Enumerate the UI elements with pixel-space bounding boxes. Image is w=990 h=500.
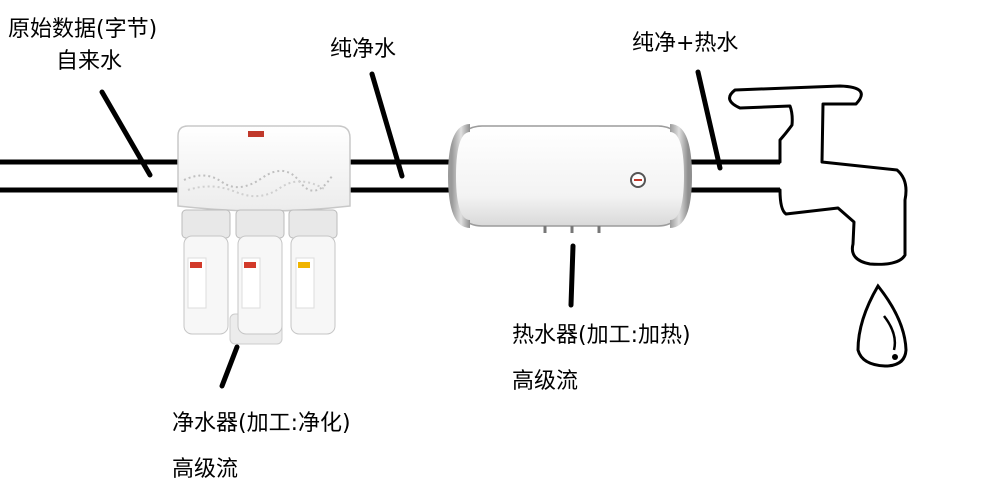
faucet-icon: [728, 84, 908, 266]
raw-data-label: 原始数据(字节): [8, 17, 158, 42]
pure-water-label: 纯净水: [330, 37, 397, 62]
purifier-label: 净水器(加工:净化): [172, 411, 351, 436]
pointer-tap-water: [99, 89, 153, 178]
tap-water-label: 自来水: [56, 49, 123, 74]
heater-label: 热水器(加工:加热): [512, 323, 691, 348]
pointer-pure-hot-water: [695, 69, 723, 171]
water-heater-icon: [447, 124, 693, 233]
water-drop-icon: [856, 283, 908, 368]
purifier-stream-label: 高级流: [172, 457, 239, 482]
pointer-lines: [99, 69, 723, 389]
pointer-pure-water: [369, 71, 405, 179]
pointer-heater: [568, 243, 576, 308]
pointer-purifier: [219, 344, 240, 389]
pure-hot-water-label: 纯净+热水: [632, 31, 739, 56]
heater-stream-label: 高级流: [512, 369, 579, 394]
water-purifier-icon: [177, 125, 351, 345]
